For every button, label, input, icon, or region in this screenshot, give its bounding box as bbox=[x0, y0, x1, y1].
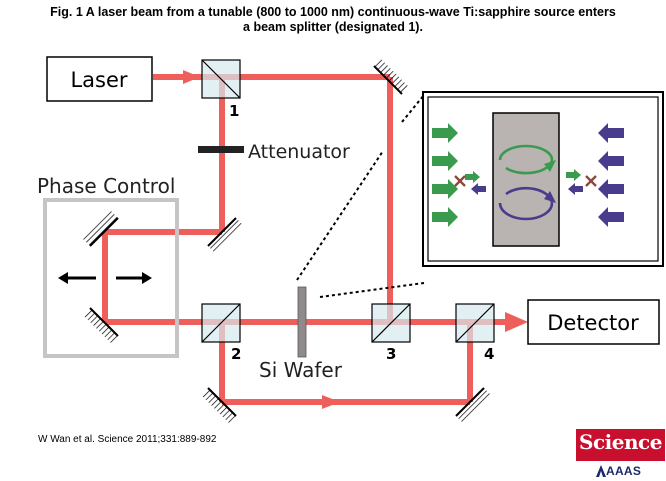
cancel-cross-left bbox=[454, 175, 466, 187]
mirror-top-right bbox=[373, 59, 409, 95]
logo-wordmark: Science bbox=[579, 430, 662, 454]
mirror-lower-right bbox=[455, 387, 491, 423]
beam-splitter-2 bbox=[201, 303, 241, 343]
beam-arrow-laser bbox=[183, 70, 200, 84]
attenuator-label: Attenuator bbox=[248, 141, 350, 163]
splitter-4-label: 4 bbox=[484, 345, 494, 363]
detector-label: Detector bbox=[547, 311, 639, 335]
citation-credit: W Wan et al. Science 2011;331:889-892 bbox=[38, 434, 217, 445]
aaas-mark-icon bbox=[596, 465, 606, 477]
small-purple-arrow-left bbox=[471, 183, 486, 195]
si-wafer-label: Si Wafer bbox=[259, 358, 343, 382]
splitter-2-label: 2 bbox=[231, 345, 241, 363]
inset-inner-frame bbox=[427, 96, 659, 262]
green-arrows-incoming bbox=[432, 123, 458, 227]
purple-arrows-incoming bbox=[598, 123, 624, 227]
phase-shift-double-arrow bbox=[58, 272, 152, 284]
logo-publisher: AAAS bbox=[606, 464, 642, 478]
figure-caption: Fig. 1 A laser beam from a tunable (800 … bbox=[0, 5, 666, 35]
zoom-indicator-lines bbox=[296, 94, 425, 298]
laser-label: Laser bbox=[70, 68, 127, 92]
mirror-phase-upper bbox=[83, 211, 119, 247]
science-aaas-logo: Science AAAS bbox=[576, 429, 665, 481]
beam-arrow-detector bbox=[505, 312, 528, 332]
cancel-cross-right bbox=[585, 175, 597, 187]
splitter-1-label: 1 bbox=[229, 102, 239, 120]
logo-publisher-band: AAAS bbox=[576, 459, 665, 481]
detector-box bbox=[527, 299, 660, 345]
phase-control-label: Phase Control bbox=[37, 174, 175, 198]
phase-control-box bbox=[43, 198, 179, 358]
caption-line-1: Fig. 1 A laser beam from a tunable (800 … bbox=[50, 5, 616, 19]
splitter-3-label: 3 bbox=[386, 345, 396, 363]
si-wafer bbox=[297, 286, 307, 358]
beam-splitter-4 bbox=[455, 303, 495, 343]
inset-panel bbox=[422, 91, 664, 267]
beam-arrow-lower-path bbox=[322, 395, 340, 409]
caption-line-2: a beam splitter (designated 1). bbox=[243, 20, 423, 34]
attenuator-plate bbox=[198, 146, 244, 153]
beam-splitter-3 bbox=[371, 303, 411, 343]
small-purple-arrow-right bbox=[568, 183, 583, 195]
mirror-attenuator-corner bbox=[207, 217, 243, 253]
mirror-lower-left bbox=[201, 387, 237, 423]
mirror-phase-lower bbox=[83, 307, 119, 343]
small-green-arrow-left bbox=[465, 171, 480, 183]
inset-wafer bbox=[492, 112, 560, 247]
beam-splitter-1 bbox=[201, 59, 241, 99]
laser-box bbox=[46, 56, 153, 102]
small-green-arrow-right bbox=[566, 169, 581, 181]
